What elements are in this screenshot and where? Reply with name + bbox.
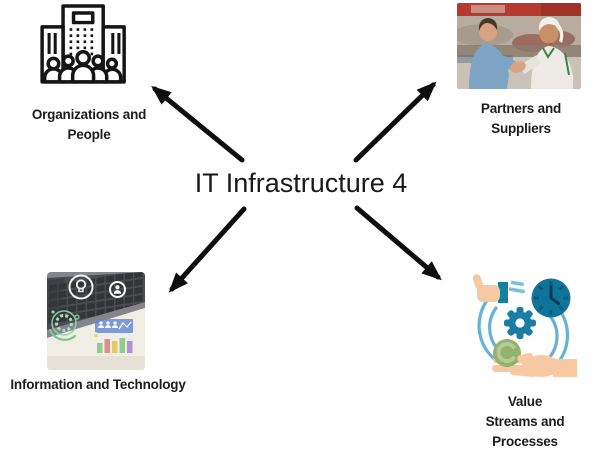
analytics-hologram-icon — [95, 319, 133, 333]
thumbs-up-icon — [472, 274, 508, 303]
label-line: Suppliers — [491, 121, 551, 136]
lightbulb-hologram-icon — [68, 274, 94, 300]
label-line: People — [67, 127, 111, 142]
label-organizations-people: Organizations and People — [9, 105, 169, 145]
label-line: Organizations and — [31, 107, 147, 122]
arrow-to-value — [354, 205, 442, 281]
keyboard-hologram-photo — [47, 272, 145, 370]
people-group-icon — [42, 50, 125, 84]
handshake-hands — [510, 61, 526, 73]
label-line: Value — [507, 394, 543, 409]
organization-building-people-icon — [40, 4, 126, 84]
clock-icon — [531, 278, 571, 318]
diagram-title: IT Infrastructure 4 — [194, 168, 408, 198]
handshake-photo — [457, 3, 581, 89]
label-line: Processes — [492, 434, 558, 449]
coin-highlight — [496, 342, 516, 363]
thumb-over-coin — [517, 352, 533, 362]
label-line: Information and Technology — [10, 377, 186, 392]
gear-icon — [504, 307, 536, 339]
label-line: Streams and — [485, 414, 565, 429]
arrow-to-partners — [353, 81, 437, 163]
arrow-to-information — [168, 206, 247, 293]
label-partners-suppliers: Partners and Suppliers — [441, 99, 601, 139]
label-value-streams-processes: Value Streams and Processes — [445, 392, 602, 452]
bar-chart-hologram-icon — [94, 332, 133, 353]
equals-icon — [508, 280, 525, 294]
label-information-technology: Information and Technology — [0, 375, 196, 395]
right-person — [520, 17, 573, 89]
person-hologram-icon — [109, 281, 126, 298]
tech-rings-hologram-icon — [48, 310, 80, 341]
value-cycle-illustration — [472, 274, 577, 377]
arrow-to-organizations — [151, 85, 245, 163]
label-line: Partners and — [480, 101, 562, 116]
